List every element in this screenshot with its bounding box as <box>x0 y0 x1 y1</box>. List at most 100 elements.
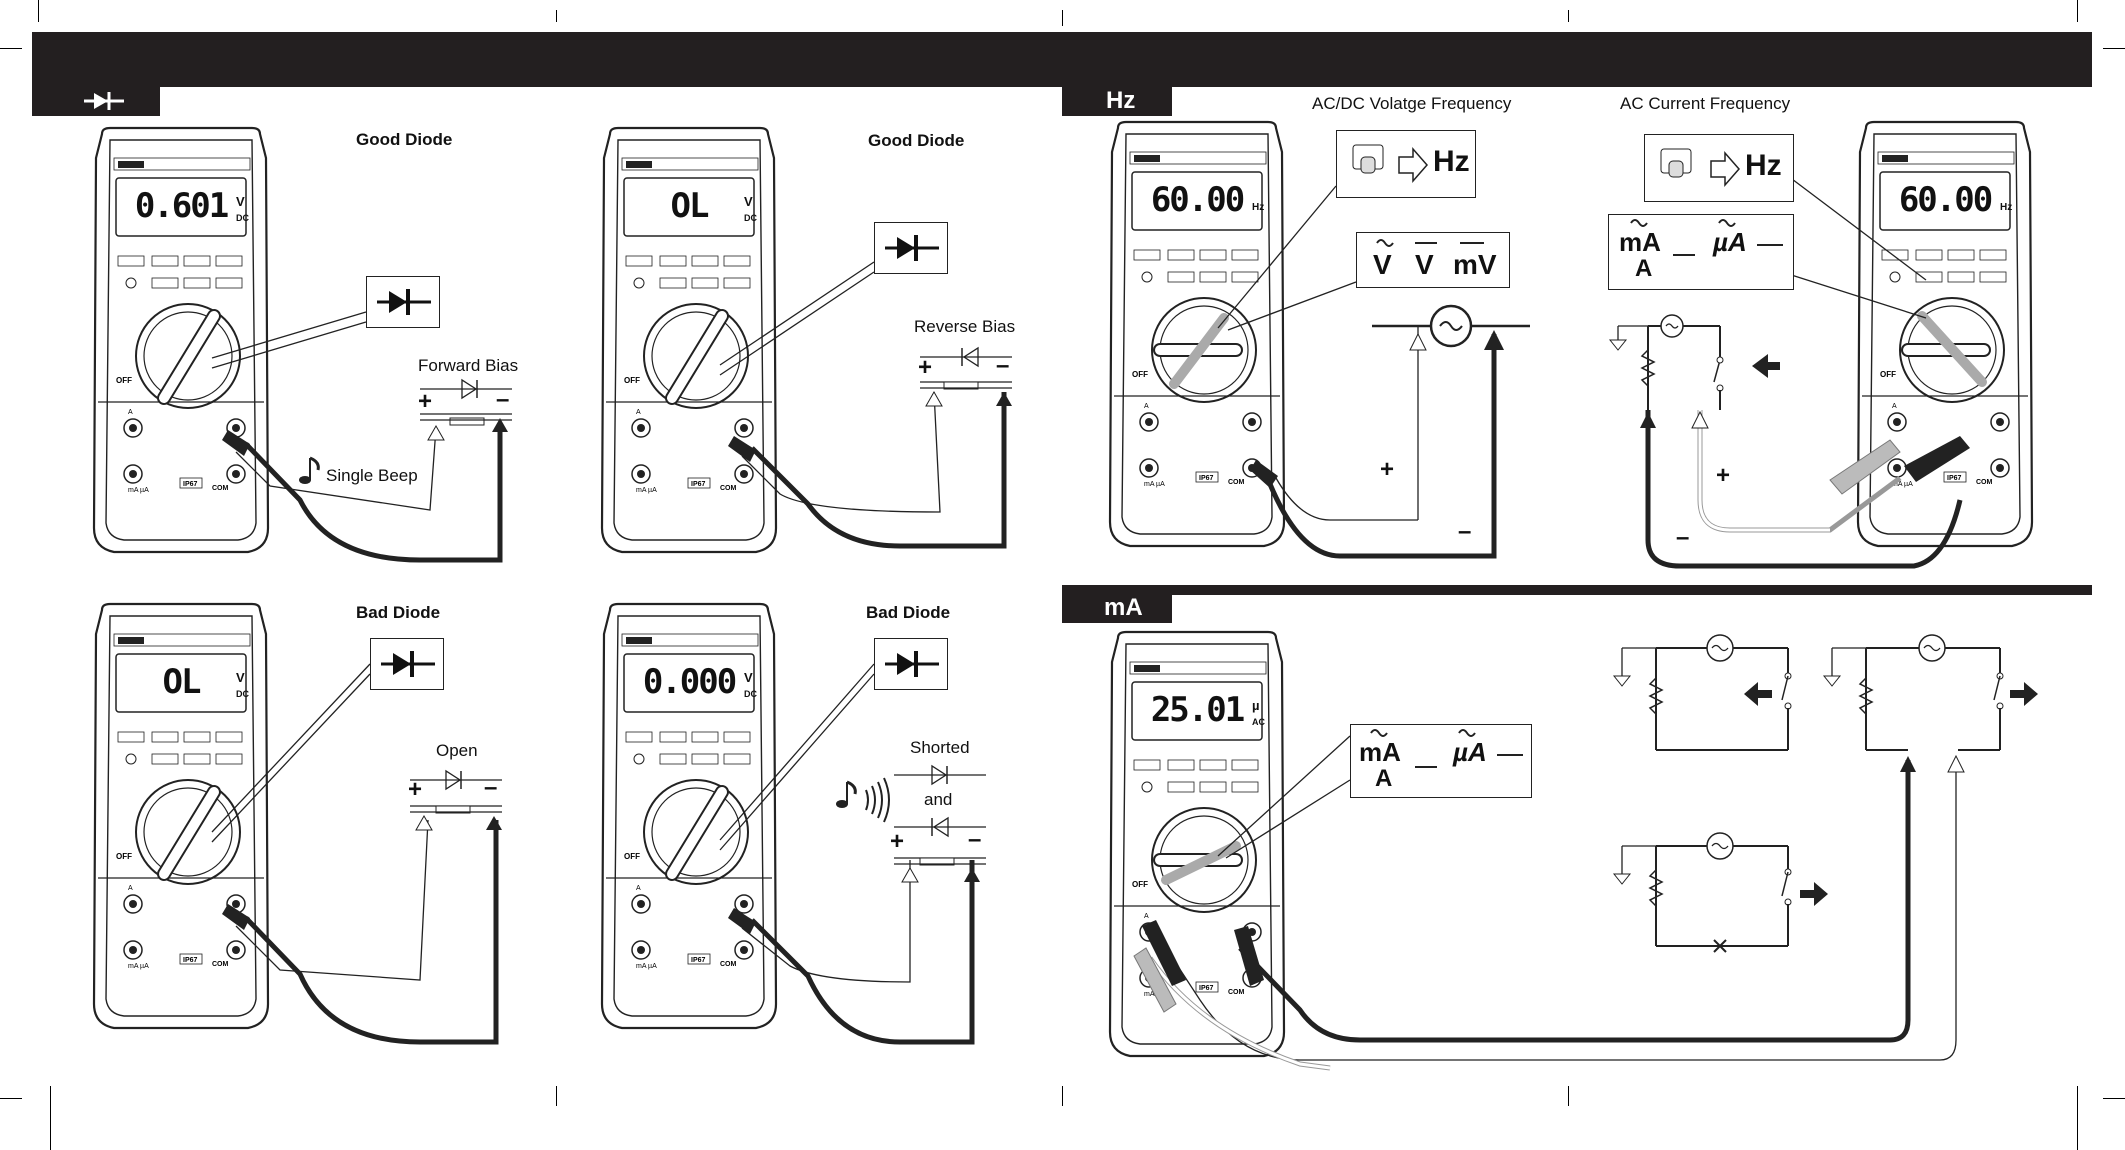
svg-text:OFF: OFF <box>116 376 132 385</box>
milliamps-mode: mA <box>1359 737 1401 767</box>
svg-text:COM: COM <box>212 961 229 968</box>
panel-title: Bad Diode <box>356 603 441 622</box>
crop-mark <box>2077 1086 2078 1150</box>
svg-text:A: A <box>636 409 641 416</box>
svg-text:mA µA: mA µA <box>636 963 657 970</box>
selector-pointer <box>1153 313 1243 389</box>
crop-mark <box>50 1086 51 1150</box>
millivolts-mode: mV <box>1453 249 1497 280</box>
and-label: and <box>924 790 953 809</box>
hz-label: Hz <box>1433 145 1470 178</box>
plus-sign: + <box>1716 462 1731 489</box>
lcd-reading: OL <box>670 186 710 226</box>
lcd-unit: Hz <box>1252 202 1265 213</box>
plus-sign: + <box>418 388 433 415</box>
lcd-reading: 60.00 <box>1150 180 1245 220</box>
svg-text:COM: COM <box>1228 479 1245 486</box>
crop-mark <box>556 10 557 22</box>
svg-text:OFF: OFF <box>1132 880 1148 889</box>
crop-mark <box>1568 10 1569 22</box>
svg-text:A: A <box>1892 403 1897 410</box>
selector-pointer <box>157 785 221 881</box>
lcd-unit: Hz <box>2000 202 2013 213</box>
plus-sign: + <box>890 828 905 855</box>
svg-text:IP67: IP67 <box>1199 985 1214 992</box>
music-note-icon <box>299 456 320 484</box>
voltage-mode-callout: V V mV <box>1356 232 1510 288</box>
svg-text:mA µA: mA µA <box>128 963 149 970</box>
bias-label: Forward Bias <box>418 356 519 375</box>
minus-sign: – <box>496 386 510 413</box>
svg-text:mA µA: mA µA <box>636 487 657 494</box>
selector-pointer <box>1153 841 1243 885</box>
diode-tab-icon <box>84 92 124 110</box>
minus-sign: – <box>1458 518 1472 545</box>
svg-text:COM: COM <box>1976 479 1993 486</box>
beep-label: Single Beep <box>326 466 418 485</box>
svg-text:A: A <box>1144 913 1149 920</box>
current-frequency-caption: AC Current Frequency <box>1620 94 1791 113</box>
panel-title: Good Diode <box>356 130 453 149</box>
lcd-reading: OL <box>162 662 202 702</box>
top-banner <box>32 32 2092 87</box>
diode-symbol-callout <box>874 638 948 690</box>
plus-sign: + <box>918 354 933 381</box>
crop-mark <box>2077 0 2078 22</box>
svg-text:A: A <box>1144 403 1149 410</box>
minus-sign: – <box>1676 524 1690 551</box>
lcd-reading: 25.01 <box>1150 690 1245 730</box>
svg-text:IP67: IP67 <box>183 481 198 488</box>
hz-section-tab: Hz <box>1062 86 1172 116</box>
diode-symbol-callout <box>370 638 444 690</box>
crop-mark <box>2103 48 2125 49</box>
current-mode-callout: mA A µA <box>1350 724 1532 798</box>
hz-button-callout: Hz <box>1336 130 1476 198</box>
svg-text:OFF: OFF <box>1880 370 1896 379</box>
svg-text:OFF: OFF <box>624 376 640 385</box>
crop-mark <box>1568 1086 1569 1106</box>
microamps-mode: µA <box>1713 227 1747 257</box>
svg-text:IP67: IP67 <box>1947 475 1962 482</box>
minus-sign: – <box>968 826 982 853</box>
svg-text:A: A <box>128 409 133 416</box>
svg-text:A: A <box>636 885 641 892</box>
svg-text:IP67: IP67 <box>1199 475 1214 482</box>
svg-text:OFF: OFF <box>1132 370 1148 379</box>
hz-button-callout: Hz <box>1644 134 1794 202</box>
microamps-mode: µA <box>1453 737 1487 767</box>
svg-text:COM: COM <box>720 485 737 492</box>
multimeter: OFF A mA µA COM IP67 60.00 Hz <box>1852 120 2038 550</box>
amps-mode: A <box>1635 255 1653 282</box>
selector-pointer <box>665 309 729 405</box>
diode-section-tab <box>32 86 160 116</box>
dc-volts-mode: V <box>1415 249 1434 280</box>
sound-wave-icon <box>865 777 890 823</box>
music-note-icon <box>836 780 857 808</box>
minus-sign: – <box>996 352 1010 379</box>
plus-sign: + <box>408 776 423 803</box>
panel-title: Bad Diode <box>866 603 951 622</box>
svg-text:mA µA: mA µA <box>1144 481 1165 488</box>
svg-text:COM: COM <box>1228 989 1245 996</box>
ma-section-tab: mA <box>1062 595 1172 623</box>
crop-mark <box>0 1098 22 1099</box>
selector-pointer <box>665 785 729 881</box>
current-mode-callout: mA A µA <box>1608 214 1794 290</box>
svg-text:OFF: OFF <box>116 852 132 861</box>
crop-mark <box>1062 1086 1063 1106</box>
amps-mode: A <box>1375 765 1393 792</box>
multimeter: OFF A mA µA COM IP67 60.00 Hz <box>1104 120 1290 550</box>
crop-mark <box>2103 1098 2125 1099</box>
crop-mark <box>1062 10 1063 26</box>
panel-title: Good Diode <box>868 131 965 150</box>
ma-section-rule <box>1062 585 2092 595</box>
svg-text:COM: COM <box>212 485 229 492</box>
